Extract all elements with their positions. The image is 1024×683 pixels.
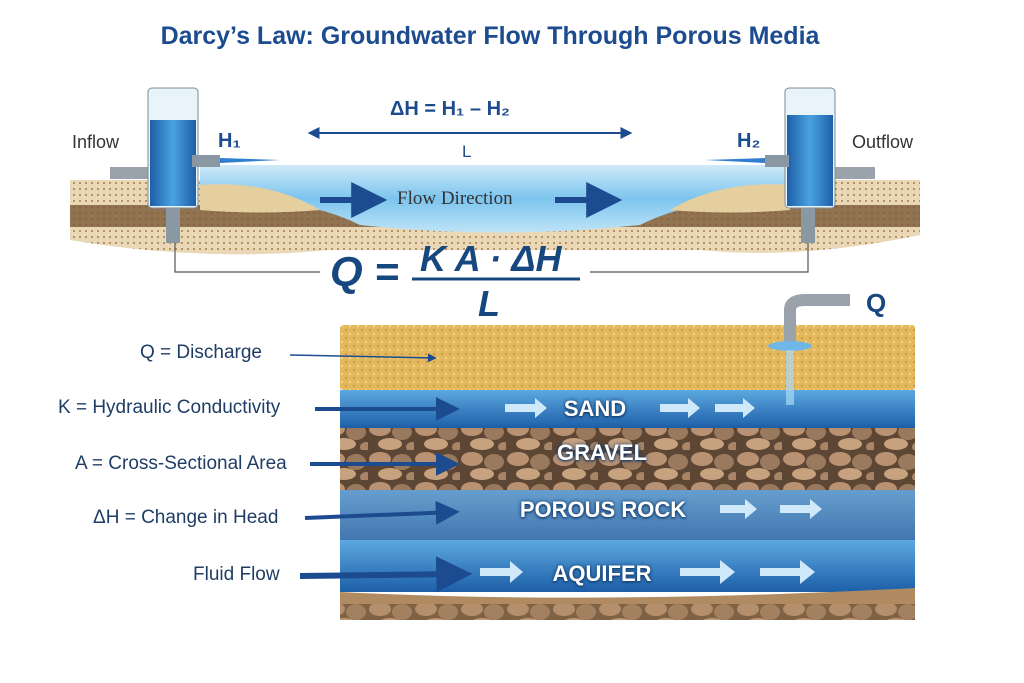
legend-discharge: Q = Discharge xyxy=(140,342,262,363)
connector-lines xyxy=(174,243,809,273)
water-channel xyxy=(200,165,790,233)
h2-label: H₂ xyxy=(737,130,761,152)
legend-arrows xyxy=(289,353,473,593)
inflow-standpipe xyxy=(110,87,280,243)
top-ground xyxy=(70,165,920,255)
legend-change-in-head: ΔH = Change in Head xyxy=(93,507,279,528)
outlet-discharge-label: Q xyxy=(866,288,887,318)
layer-aquifer: AQUIFER xyxy=(552,561,652,586)
layer-porous-rock: POROUS ROCK xyxy=(519,497,687,522)
h1-label: H₁ xyxy=(218,130,241,152)
legend-fluid-flow: Fluid Flow xyxy=(193,564,280,585)
outlet-pipe xyxy=(768,294,850,405)
flow-arrows xyxy=(480,398,822,584)
flow-direction-label: Flow Direction xyxy=(397,188,513,209)
legend-cross-sectional-area: A = Cross-Sectional Area xyxy=(75,453,287,474)
legend-hydraulic-conductivity: K = Hydraulic Conductivity xyxy=(58,397,281,418)
length-label: L xyxy=(462,142,472,161)
outflow-label: Outflow xyxy=(852,132,914,152)
formula-numerator: K A · ΔH xyxy=(420,238,562,279)
layer-gravel: GRAVEL xyxy=(556,440,648,465)
head-difference-label: ΔH = H₁ – H₂ xyxy=(390,98,510,120)
layer-sand: SAND xyxy=(563,396,627,421)
formula-denominator: L xyxy=(478,283,500,324)
outflow-standpipe xyxy=(705,87,875,243)
inflow-label: Inflow xyxy=(72,132,120,152)
formula-lhs: Q = xyxy=(330,248,399,295)
diagram-title: Darcy’s Law: Groundwater Flow Through Po… xyxy=(160,22,820,50)
